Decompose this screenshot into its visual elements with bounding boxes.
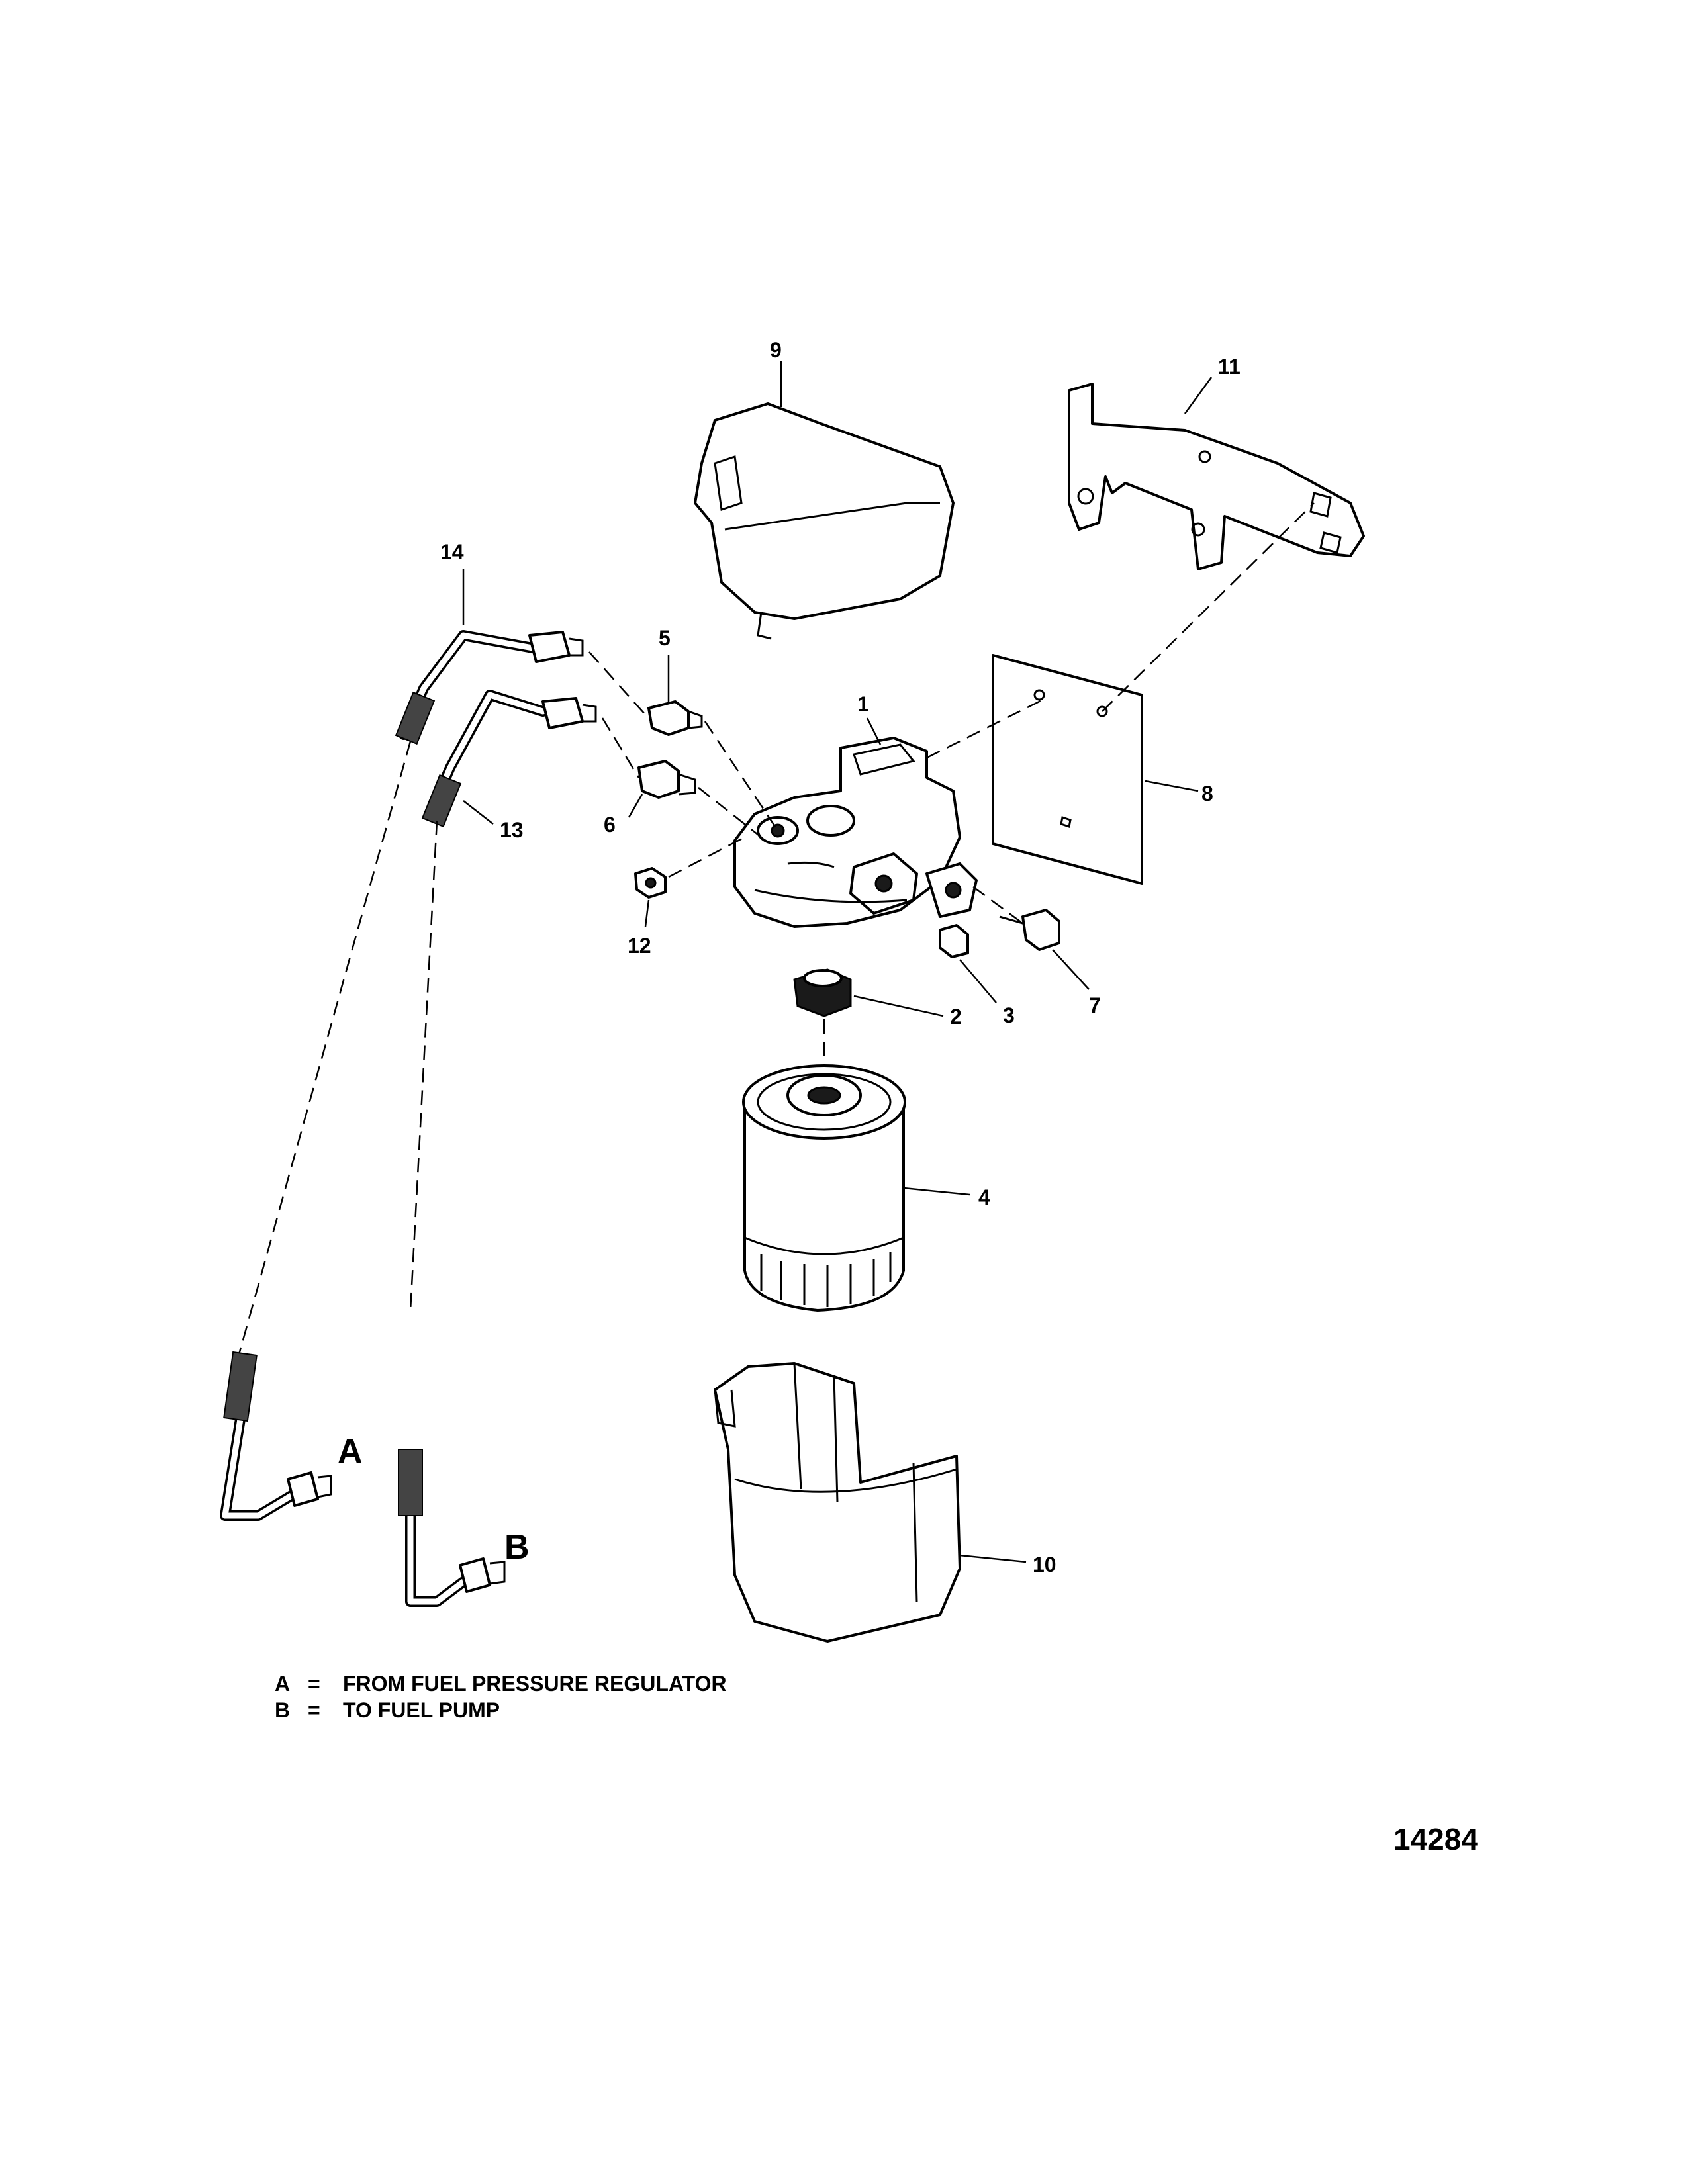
part-3-fitting	[939, 924, 969, 958]
callout-11: 11	[1218, 355, 1241, 379]
part-4-filter-element	[742, 1064, 906, 1312]
callout-13: 13	[500, 818, 524, 842]
part-13-fuel-line	[421, 690, 597, 828]
part-10-lower-cover	[714, 1362, 961, 1643]
line-b-end	[398, 1449, 506, 1607]
part-14-fuel-line	[395, 630, 584, 745]
part-1-filter-head	[733, 737, 978, 928]
letter-b: B	[504, 1528, 530, 1567]
part-7-fitting	[999, 909, 1060, 951]
legend-a-text: FROM FUEL PRESSURE REGULATOR	[343, 1672, 727, 1696]
legend-a-eq: =	[308, 1672, 320, 1696]
callout-12: 12	[628, 934, 651, 958]
callout-numbers: 1 2 3 4 5 6 7 8 9 10 11 12 13 14	[440, 338, 1241, 1576]
legend-b-key: B	[275, 1698, 290, 1722]
leader-lines	[462, 361, 1213, 1563]
callout-9: 9	[770, 338, 782, 362]
letter-a: A	[338, 1432, 363, 1471]
callout-7: 7	[1089, 993, 1101, 1017]
part-2-plug	[793, 968, 852, 1017]
line-a-end	[220, 1351, 332, 1521]
callout-2: 2	[950, 1005, 962, 1028]
part-5-fitting	[647, 700, 703, 736]
callout-10: 10	[1033, 1553, 1056, 1576]
legend-b-text: TO FUEL PUMP	[343, 1698, 500, 1722]
figure-number: 14284	[1393, 1822, 1478, 1856]
callout-5: 5	[659, 626, 671, 650]
callout-1: 1	[857, 692, 869, 716]
legend-b-eq: =	[308, 1698, 320, 1722]
part-8-plate	[992, 654, 1143, 885]
part-12-nut	[634, 867, 667, 899]
part-11-bracket	[1068, 383, 1365, 570]
callout-8: 8	[1201, 782, 1213, 805]
dashed-connector-lines	[237, 502, 1315, 1357]
callout-6: 6	[604, 813, 616, 837]
callout-4: 4	[978, 1185, 990, 1209]
part-9-upper-cover	[694, 402, 955, 640]
callout-3: 3	[1003, 1003, 1015, 1027]
part-6-fitting	[637, 760, 696, 799]
callout-14: 14	[440, 540, 464, 564]
legend-a-key: A	[275, 1672, 290, 1696]
legend: A = FROM FUEL PRESSURE REGULATOR B = TO …	[275, 1672, 727, 1722]
